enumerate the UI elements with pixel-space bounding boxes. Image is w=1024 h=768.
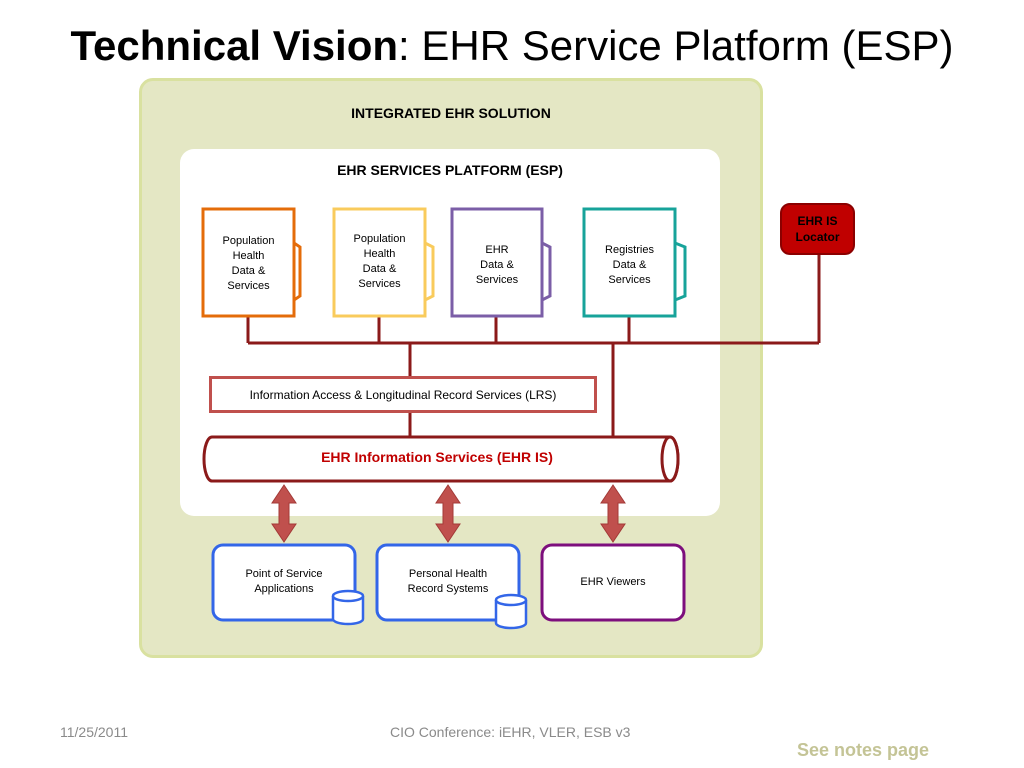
see-notes-link[interactable]: See notes page: [797, 740, 930, 760]
connector-lines: [246, 255, 821, 437]
db-cylinders: [331, 589, 528, 630]
ehr-is-pipe: [202, 435, 680, 483]
data-stores: [201, 207, 687, 318]
data-store-4-shape: [582, 207, 687, 318]
data-store-2-label: Population Health Data & Services: [353, 233, 406, 290]
db-cylinder-1: [331, 589, 365, 626]
data-store-2-shape: [332, 207, 435, 318]
ehr-is-locator: EHR IS Locator: [780, 203, 855, 255]
double-arrow-1: [271, 484, 297, 543]
data-store-3-label: EHR Data & Services: [475, 243, 519, 286]
ehr-is-label: EHR Information Services (EHR IS): [321, 449, 553, 465]
app-boxes: [211, 543, 686, 622]
footer-center: CIO Conference: iEHR, VLER, ESB v3: [390, 724, 631, 740]
app-point-of-service-label: Point of Service Applications: [245, 568, 323, 595]
title-rest: : EHR Service Platform (ESP): [398, 22, 954, 69]
app-box-2: [375, 543, 521, 622]
app-personal-health-label: Personal Health Record Systems: [407, 568, 489, 595]
app-ehr-viewers-label: EHR Viewers: [580, 576, 646, 588]
data-store-1-shape: [201, 207, 302, 318]
double-arrow-2: [435, 484, 461, 543]
data-store-1-label: Population Health Data & Services: [222, 235, 275, 292]
app-box-1: [211, 543, 357, 622]
double-arrows: [271, 484, 626, 543]
slide-title: Technical Vision: EHR Service Platform (…: [0, 18, 1024, 74]
db-cylinder-2: [494, 593, 528, 630]
integrated-solution-label: INTEGRATED EHR SOLUTION: [351, 105, 551, 121]
double-arrow-3: [600, 484, 626, 543]
title-bold: Technical Vision: [70, 22, 399, 69]
data-store-3-shape: [450, 207, 552, 318]
lrs-box: Information Access & Longitudinal Record…: [209, 376, 597, 413]
esp-label: EHR SERVICES PLATFORM (ESP): [337, 162, 563, 178]
footer-date: 11/25/2011: [60, 724, 128, 740]
data-store-4-label: Registries Data & Services: [605, 243, 654, 286]
app-box-3: [540, 543, 686, 622]
